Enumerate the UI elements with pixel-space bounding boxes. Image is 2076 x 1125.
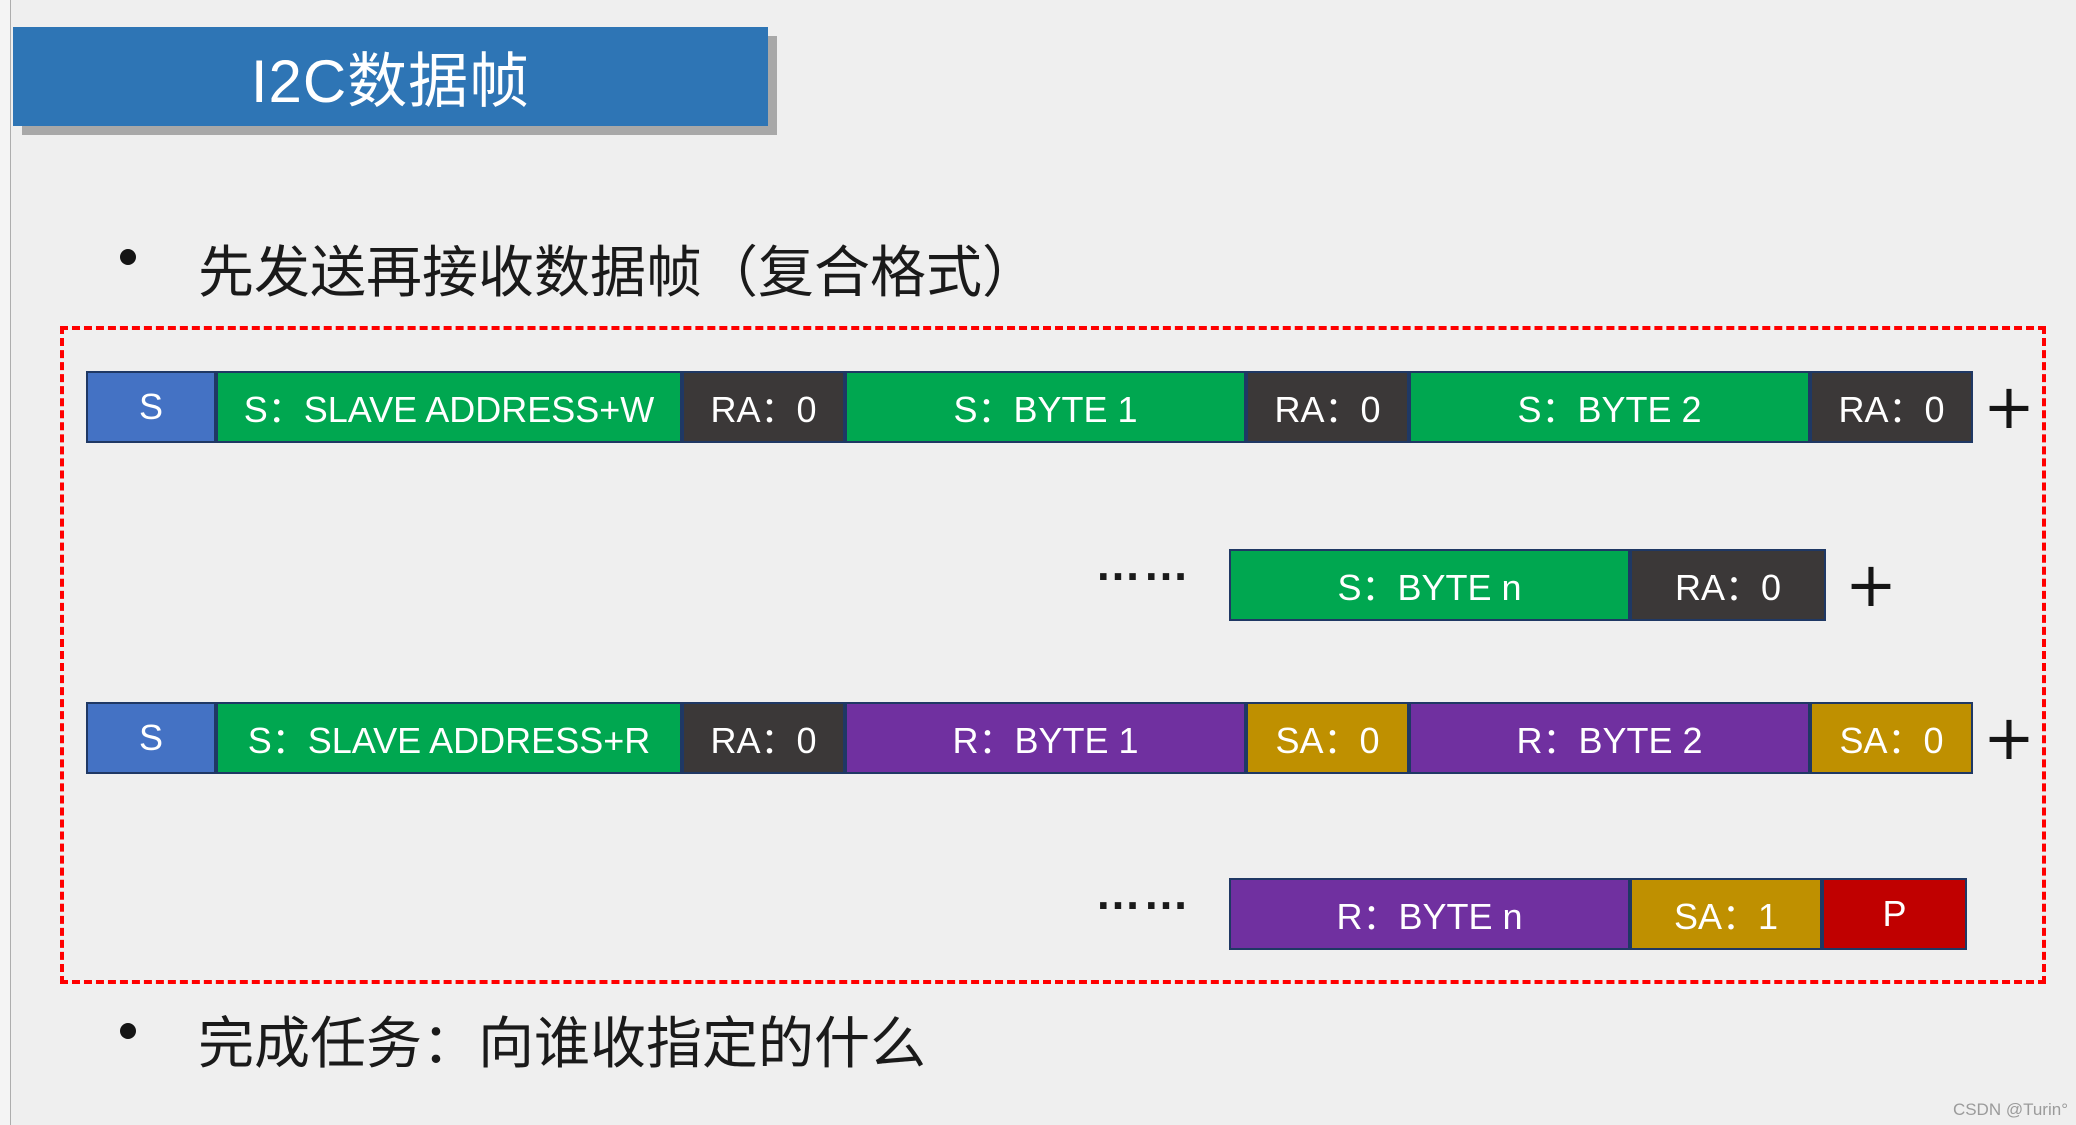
cell-receive-byte-n: R：BYTE n: [1229, 878, 1630, 950]
ellipsis: ……: [1095, 538, 1191, 590]
left-edge-divider: [10, 0, 11, 1125]
cell-label: S：BYTE 2: [1517, 389, 1702, 430]
cell-label: RA：0: [1274, 389, 1381, 430]
cell-send-byte-2: S：BYTE 2: [1409, 371, 1810, 443]
watermark: CSDN @Turin°: [1952, 1100, 2068, 1119]
cell-label: SA：0: [1839, 720, 1944, 761]
cell-send-nack: SA：1: [1630, 878, 1822, 950]
cell-label: RA：0: [1674, 567, 1782, 608]
bullet-2-text: 完成任务：向谁收指定的什么: [198, 1012, 926, 1075]
bullet-1-text: 先发送再接收数据帧（复合格式）: [198, 241, 1038, 304]
cell-slave-address-r: S：SLAVE ADDRESS+R: [216, 702, 682, 774]
bullet-icon: [120, 1023, 136, 1039]
bullet-icon: [120, 249, 136, 265]
cell-label: S：SLAVE ADDRESS+R: [247, 720, 651, 761]
cell-label: SA：1: [1673, 896, 1779, 937]
cell-receive-ack: RA：0: [1246, 371, 1409, 443]
cell-label: R：BYTE n: [1336, 896, 1523, 937]
cell-label: SA：0: [1275, 720, 1380, 761]
cell-label: RA：0: [710, 389, 817, 430]
cell-label: S: [138, 386, 163, 427]
plus-icon: +: [1983, 701, 2035, 774]
title-banner: I2C数据帧: [13, 27, 768, 126]
cell-receive-byte-2: R：BYTE 2: [1409, 702, 1810, 774]
ellipsis: ……: [1095, 867, 1191, 919]
cell-slave-address-w: S：SLAVE ADDRESS+W: [216, 371, 682, 443]
cell-send-byte-1: S：BYTE 1: [845, 371, 1246, 443]
cell-receive-ack: RA：0: [682, 702, 845, 774]
write-frame-row: S S：SLAVE ADDRESS+W RA：0 S：BYTE 1 RA：0 S…: [86, 371, 1973, 443]
cell-label: RA：0: [1838, 389, 1945, 430]
highlight-frame: [60, 326, 2046, 984]
plus-icon: +: [1845, 548, 1897, 621]
cell-receive-ack: RA：0: [682, 371, 845, 443]
cell-label: S: [138, 717, 163, 758]
cell-label: S：SLAVE ADDRESS+W: [243, 389, 655, 430]
cell-label: RA：0: [710, 720, 817, 761]
cell-receive-byte-1: R：BYTE 1: [845, 702, 1246, 774]
read-frame-row: S S：SLAVE ADDRESS+R RA：0 R：BYTE 1 SA：0 R…: [86, 702, 1973, 774]
cell-receive-ack: RA：0: [1810, 371, 1973, 443]
write-frame-continued-row: S：BYTE n RA：0: [1229, 549, 1826, 621]
page-title: I2C数据帧: [250, 48, 531, 115]
plus-icon: +: [1983, 370, 2035, 443]
cell-stop-condition: P: [1822, 878, 1967, 950]
cell-label: R：BYTE 2: [1516, 720, 1703, 761]
cell-send-byte-n: S：BYTE n: [1229, 549, 1630, 621]
cell-receive-ack: RA：0: [1630, 549, 1826, 621]
cell-start-condition: S: [86, 702, 216, 774]
cell-label: P: [1882, 893, 1907, 934]
cell-label: S：BYTE n: [1337, 567, 1522, 608]
cell-label: R：BYTE 1: [952, 720, 1139, 761]
left-margin-strip: [0, 0, 10, 1125]
cell-send-ack: SA：0: [1810, 702, 1973, 774]
cell-start-condition: S: [86, 371, 216, 443]
read-frame-continued-row: R：BYTE n SA：1 P: [1229, 878, 1967, 950]
cell-send-ack: SA：0: [1246, 702, 1409, 774]
cell-label: S：BYTE 1: [953, 389, 1138, 430]
